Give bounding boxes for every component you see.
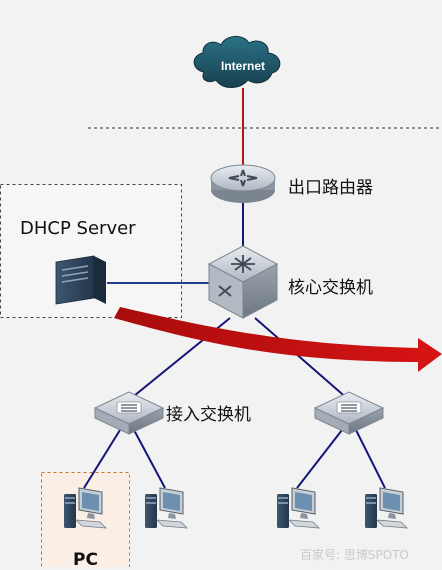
flow-arrow — [114, 307, 442, 372]
server-icon — [55, 255, 106, 305]
pc-label: PC — [73, 550, 98, 570]
cloud-icon — [193, 36, 281, 88]
router-icon — [210, 164, 276, 203]
pc-zone — [41, 472, 130, 567]
dhcp-server-label: DHCP Server — [20, 218, 136, 239]
access-switch-label: 接入交换机 — [166, 405, 251, 425]
access-switch-icon — [314, 391, 384, 435]
access-switch-icon — [94, 391, 164, 435]
access-pc-link-2 — [133, 429, 166, 489]
core-switch-icon — [207, 245, 279, 319]
watermark: 百家号: 思博SPOTO — [300, 548, 409, 562]
core-switch-label: 核心交换机 — [288, 278, 373, 298]
pc-icon — [276, 487, 320, 529]
access-pc-link-3 — [296, 429, 343, 489]
pc-icon — [364, 487, 408, 529]
pc-icon — [144, 487, 188, 529]
egress-router-label: 出口路由器 — [288, 178, 373, 198]
pc-icon — [63, 487, 107, 529]
cloud-label: Internet — [221, 59, 265, 73]
access-pc-link-1 — [83, 429, 121, 489]
access-pc-link-4 — [355, 429, 386, 489]
core-access-right-link — [254, 317, 350, 401]
